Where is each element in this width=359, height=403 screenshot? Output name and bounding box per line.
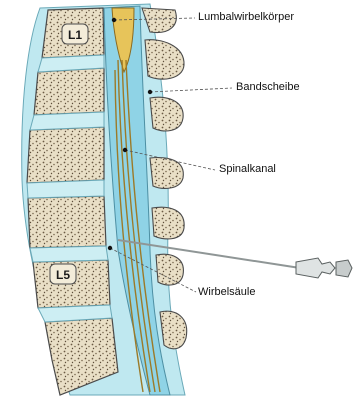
vertebra-l4: [28, 196, 106, 248]
label-lumbalwirbelkoerper: Lumbalwirbelkörper: [198, 11, 294, 23]
label-spinalkanal: Spinalkanal: [219, 163, 276, 175]
label-wirbelsaeule: Wirbelsäule: [198, 286, 255, 298]
needle-stylet-cap: [336, 260, 352, 277]
label-l1: L1: [68, 28, 82, 42]
label-bandscheibe: Bandscheibe: [236, 81, 300, 93]
vertebra-l3: [27, 127, 104, 183]
label-l5: L5: [56, 268, 70, 282]
vertebra-l2: [34, 68, 104, 115]
needle-hub: [296, 258, 335, 278]
